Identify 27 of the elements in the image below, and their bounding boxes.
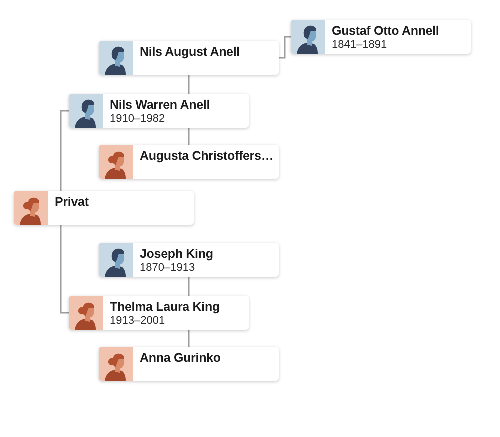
- life-dates: 1913–2001: [110, 315, 166, 328]
- person-name: Joseph King: [140, 247, 214, 262]
- person-name: Privat: [55, 195, 89, 210]
- life-dates: 1910–1982: [110, 113, 166, 126]
- connector-line: [188, 330, 190, 347]
- person-name: Nils Warren Anell: [110, 98, 210, 113]
- connector-line: [188, 75, 190, 94]
- person-card: [14, 191, 194, 225]
- person-card: [99, 145, 279, 179]
- connector-line: [60, 110, 69, 191]
- person-name: Anna Gurinko: [140, 351, 221, 366]
- person-card: [99, 243, 279, 277]
- person-name: Nils August Anell: [140, 45, 240, 60]
- person-name: Thelma Laura King: [110, 300, 220, 315]
- person-name: Augusta Christoffers…: [140, 149, 274, 164]
- person-card: [291, 20, 471, 54]
- person-card: [69, 296, 249, 330]
- connector-line: [188, 128, 190, 145]
- person-card: [99, 347, 279, 381]
- person-card: [99, 41, 279, 75]
- person-name: Gustaf Otto Annell: [332, 24, 440, 39]
- connector-line: [279, 36, 291, 59]
- life-dates: 1841–1891: [332, 39, 388, 52]
- life-dates: 1870–1913: [140, 262, 196, 275]
- person-card: [69, 94, 249, 128]
- connector-line: [60, 225, 69, 314]
- connector-line: [188, 277, 190, 296]
